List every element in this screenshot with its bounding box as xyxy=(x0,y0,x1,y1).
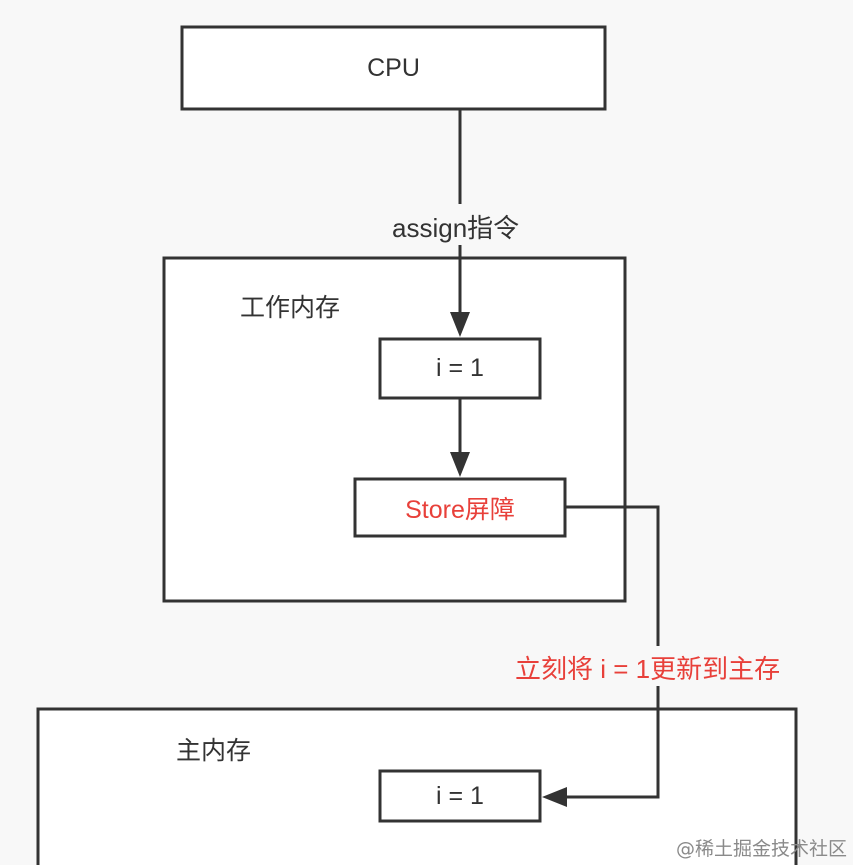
edge-store-to-main-value-lower xyxy=(567,684,660,799)
watermark-text: @稀土掘金技术社区 xyxy=(675,838,847,860)
working-memory-title: 工作内存 xyxy=(240,294,341,322)
working-value-label: i = 1 xyxy=(436,354,484,382)
edge-store-to-main-value xyxy=(565,505,660,646)
arrowhead-working-value xyxy=(450,312,470,337)
store-barrier-label: Store屏障 xyxy=(405,495,515,524)
main-value-label: i = 1 xyxy=(436,781,484,810)
cpu-box xyxy=(180,25,607,111)
main-value-box xyxy=(378,769,542,823)
main-memory-title: 主内存 xyxy=(176,737,252,765)
flush-to-main-memory-label: 立刻将 i = 1更新到主存 xyxy=(513,649,783,686)
store-barrier-box xyxy=(353,477,567,538)
arrowhead-store-barrier xyxy=(450,452,470,477)
assign-instruction-label: assign指令 xyxy=(390,208,522,245)
working-memory-box xyxy=(162,256,627,603)
cpu-label: CPU xyxy=(367,53,420,82)
arrowhead-main-value xyxy=(542,787,567,807)
